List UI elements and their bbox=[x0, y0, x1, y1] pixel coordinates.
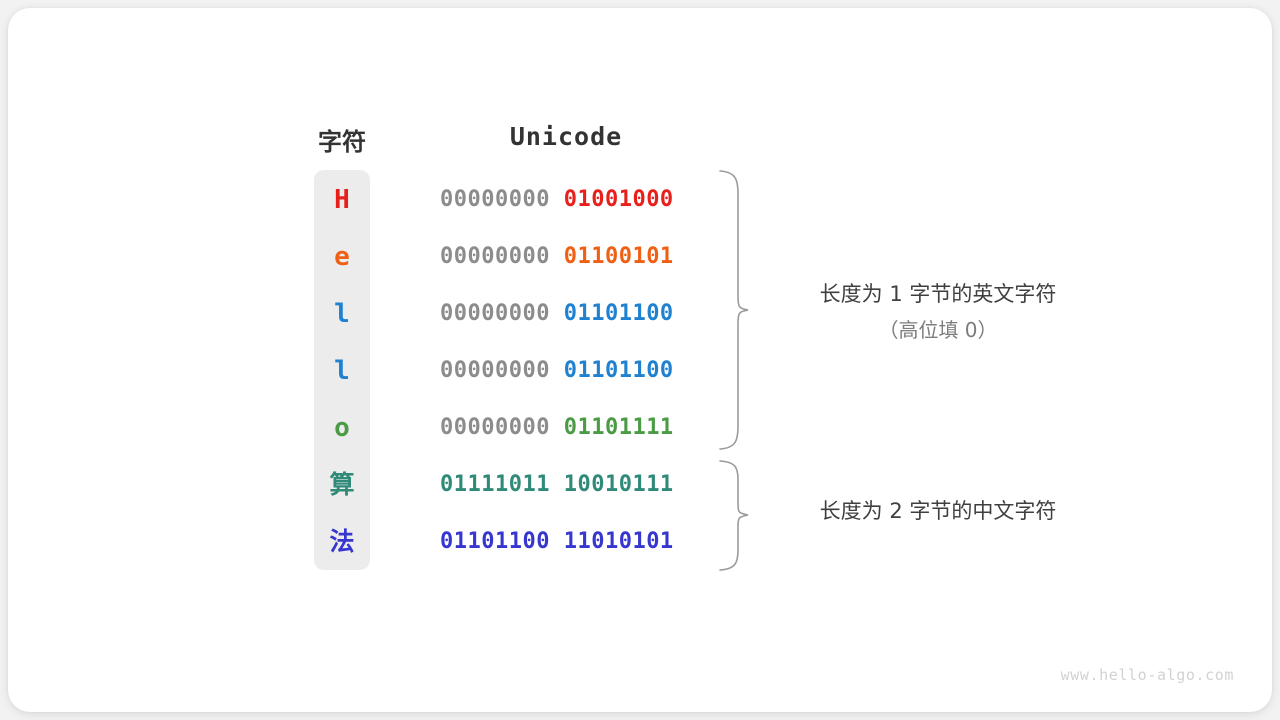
binary-cell: 00000000 01100101 bbox=[440, 240, 692, 274]
character-cell: l bbox=[334, 356, 350, 386]
binary-low-byte: 11010101 bbox=[563, 529, 674, 554]
binary-cell: 00000000 01101100 bbox=[440, 297, 692, 331]
character-cell: l bbox=[334, 299, 350, 329]
binary-cell: 00000000 01101100 bbox=[440, 354, 692, 388]
character-cell: H bbox=[334, 185, 350, 215]
watermark: www.hello-algo.com bbox=[1060, 666, 1234, 684]
binary-high-byte: 00000000 bbox=[440, 187, 550, 212]
annotation-english-line2: （高位填 0） bbox=[878, 318, 998, 342]
binary-cell: 00000000 01101111 bbox=[440, 411, 692, 445]
binary-high-byte: 01101100 bbox=[440, 529, 550, 554]
binary-high-byte: 01111011 bbox=[440, 472, 550, 497]
binary-low-byte: 01100101 bbox=[563, 244, 674, 269]
binary-low-byte: 01101111 bbox=[563, 415, 674, 440]
binary-high-byte: 00000000 bbox=[440, 301, 550, 326]
character-cell: 法 bbox=[329, 527, 355, 556]
binary-low-byte: 10010111 bbox=[563, 472, 674, 497]
character-cell: o bbox=[334, 413, 350, 443]
column-header-unicode: Unicode bbox=[509, 122, 623, 151]
binary-low-byte: 01101100 bbox=[563, 358, 674, 383]
binary-high-byte: 00000000 bbox=[440, 358, 550, 383]
binary-high-byte: 00000000 bbox=[440, 415, 550, 440]
character-cell: e bbox=[334, 242, 350, 272]
character-column-background bbox=[314, 170, 370, 570]
brace-english bbox=[719, 170, 749, 450]
annotation-english-bytes: 长度为 1 字节的英文字符 （高位填 0） bbox=[793, 276, 1083, 348]
column-header-character: 字符 bbox=[318, 129, 366, 156]
annotation-chinese-line1: 长度为 2 字节的中文字符 bbox=[819, 499, 1057, 523]
character-cell: 算 bbox=[329, 470, 355, 499]
binary-low-byte: 01001000 bbox=[563, 187, 674, 212]
binary-high-byte: 00000000 bbox=[440, 244, 550, 269]
brace-chinese bbox=[719, 460, 749, 571]
binary-low-byte: 01101100 bbox=[563, 301, 674, 326]
binary-cell: 01111011 10010111 bbox=[440, 468, 692, 502]
annotation-chinese-bytes: 长度为 2 字节的中文字符 bbox=[793, 496, 1083, 526]
binary-cell: 00000000 01001000 bbox=[440, 183, 692, 217]
annotation-english-line1: 长度为 1 字节的英文字符 bbox=[819, 282, 1057, 306]
binary-cell: 01101100 11010101 bbox=[440, 525, 692, 559]
diagram-card: 字符 Unicode H 00000000 01001000 e 00000000 0… bbox=[8, 8, 1272, 712]
grouping-braces bbox=[719, 170, 749, 571]
